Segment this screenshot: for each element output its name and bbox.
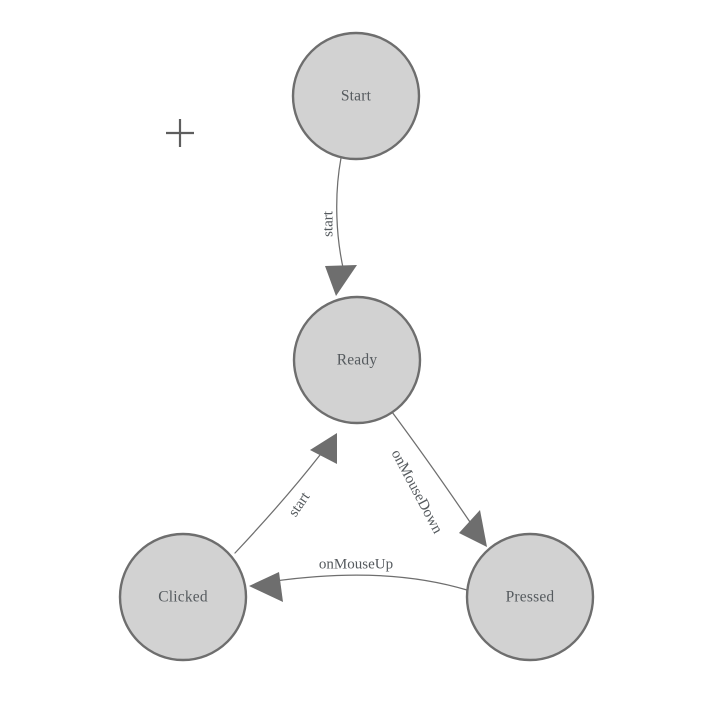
node-clicked-circle[interactable] (118, 532, 248, 662)
edge-label-pressed-to-clicked: onMouseUp (319, 556, 393, 572)
edge-path-start-to-ready[interactable] (336, 157, 345, 273)
edge-path-clicked-to-ready[interactable] (234, 454, 321, 554)
node-pressed-circle[interactable] (465, 532, 595, 662)
edge-path-ready-to-pressed[interactable] (391, 411, 473, 526)
arrowhead-pressed-to-clicked (249, 572, 283, 602)
node-ready-circle[interactable] (292, 295, 422, 425)
node-clicked-label: Clicked (158, 589, 208, 606)
edge-clicked-to-ready[interactable]: start (234, 433, 337, 554)
node-start[interactable]: Start (291, 31, 421, 161)
crosshair-icon[interactable] (166, 119, 194, 147)
node-start-circle[interactable] (291, 31, 421, 161)
node-pressed[interactable]: Pressed (465, 532, 595, 662)
edge-label-start-to-ready: start (320, 210, 336, 237)
edge-label-clicked-to-ready: start (286, 489, 314, 520)
edge-ready-to-pressed[interactable]: onMouseDown (388, 411, 487, 547)
node-ready[interactable]: Ready (292, 295, 422, 425)
edge-start-to-ready[interactable]: start (320, 157, 357, 296)
edge-pressed-to-clicked[interactable]: onMouseUp (249, 556, 468, 602)
node-ready-label: Ready (337, 352, 378, 369)
arrowhead-start-to-ready (325, 265, 357, 296)
edge-path-pressed-to-clicked[interactable] (274, 574, 468, 591)
node-clicked[interactable]: Clicked (118, 532, 248, 662)
arrowhead-ready-to-pressed (459, 510, 487, 547)
node-start-label: Start (341, 88, 372, 105)
node-pressed-label: Pressed (506, 589, 555, 606)
arrowhead-clicked-to-ready (310, 433, 337, 464)
edge-label-ready-to-pressed: onMouseDown (388, 447, 446, 537)
nodes-layer: Start Ready Clicked Pressed (118, 31, 595, 662)
